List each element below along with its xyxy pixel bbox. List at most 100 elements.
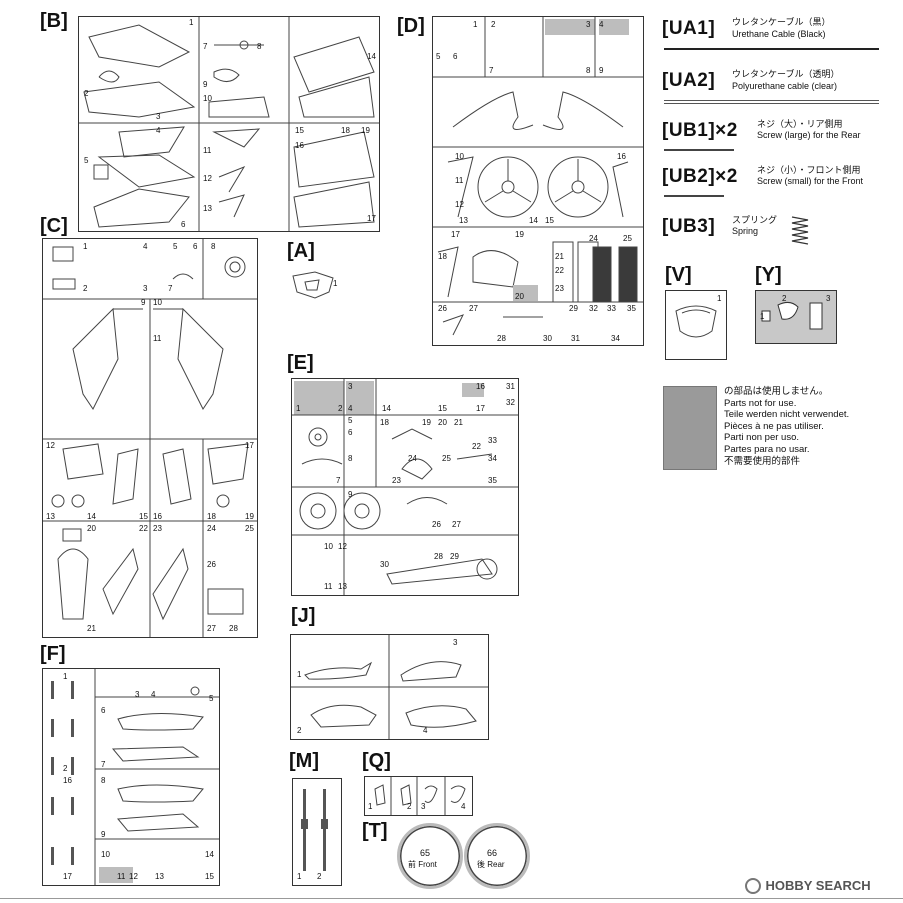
sheet-f-header: [F] (40, 643, 66, 665)
part-label: 66 (487, 848, 498, 858)
part-label: 15 (438, 404, 447, 413)
part-label: 7 (336, 476, 341, 485)
part-label: 1 (368, 802, 373, 811)
spring-icon (791, 216, 809, 245)
part-label: 18 (207, 512, 216, 521)
part-label: 13 (459, 216, 468, 225)
legend-line: の部品は使用しません。 (724, 386, 829, 397)
part-label: 前 Front (408, 860, 437, 869)
part-label: 18 (380, 418, 389, 427)
part-label: 65 (420, 848, 431, 858)
part-label: 25 (623, 234, 632, 243)
part-label: 6 (193, 242, 198, 251)
screw-code: [UB1]×2 (662, 120, 738, 141)
sheet-y-runner: 1 2 3 (755, 290, 837, 344)
part-label: 19 (245, 512, 254, 521)
part-label: 30 (543, 334, 552, 343)
part-label: 34 (611, 334, 620, 343)
part-label: 27 (469, 304, 478, 313)
part-label: 24 (408, 454, 417, 463)
sheet-b-runner: 1 2 3 4 5 6 7 8 9 10 11 12 13 14 15 16 1… (78, 16, 380, 232)
watermark-brand: HOBBY SEARCH (765, 878, 871, 893)
sheet-b-parts-drawing (79, 17, 379, 231)
part-label: 4 (461, 802, 466, 811)
part-label: 11 (153, 334, 162, 343)
part-label: 3 (453, 638, 458, 647)
sheet-y-header: [Y] (755, 264, 782, 286)
part-label: 14 (367, 52, 376, 61)
part-label: 27 (207, 624, 216, 633)
part-label: 6 (101, 706, 106, 715)
sheet-e-runner: 1 2 3 4 5 6 7 8 9 10 11 12 13 14 15 16 1… (291, 378, 519, 596)
sheet-v-runner: 1 (665, 290, 727, 360)
part-label: 15 (295, 126, 304, 135)
part-label: 15 (545, 216, 554, 225)
sheet-q-parts-drawing (374, 777, 466, 815)
part-label: 18 (438, 252, 447, 261)
part-label: 1 (717, 294, 722, 303)
part-label: 17 (245, 441, 254, 450)
part-label: 35 (627, 304, 636, 313)
cable-code: [UA2] (662, 70, 716, 91)
part-label: 4 (423, 726, 428, 735)
screw-large-icon (664, 149, 734, 151)
part-label: 9 (141, 298, 146, 307)
part-label: 3 (348, 382, 353, 391)
sheet-d-header: [D] (397, 15, 425, 37)
sheet-e-parts-drawing (292, 379, 518, 595)
part-label: 26 (432, 520, 441, 529)
part-label: 3 (135, 690, 140, 699)
legend-line: Partes para no usar. (724, 443, 810, 455)
part-label: 8 (257, 42, 262, 51)
part-label: 2 (338, 404, 343, 413)
part-label: 13 (46, 512, 55, 521)
part-label: 31 (506, 382, 515, 391)
part-label: 30 (380, 560, 389, 569)
part-label: 11 (203, 146, 212, 155)
part-label: 34 (488, 454, 497, 463)
part-label: 21 (555, 252, 564, 261)
spring-en: Spring (732, 226, 759, 236)
cable-black-line (664, 48, 879, 50)
part-label: 19 (422, 418, 431, 427)
part-label: 8 (586, 66, 591, 75)
front-tire-disc: 65 前 Front (397, 823, 463, 889)
sheet-q-header: [Q] (362, 750, 391, 772)
part-label: 16 (153, 512, 162, 521)
part-label: 7 (168, 284, 173, 293)
part-label: 8 (101, 776, 106, 785)
part-label: 6 (181, 220, 186, 229)
page-bottom-rule (0, 898, 903, 899)
part-label: 24 (207, 524, 216, 533)
part-label: 33 (607, 304, 616, 313)
sheet-c-header: [C] (40, 215, 68, 237)
legend-line: Pièces à ne pas utiliser. (724, 420, 824, 432)
part-label: 20 (438, 418, 447, 427)
part-label: 1 (83, 242, 88, 251)
part-label: 16 (476, 382, 485, 391)
part-label: 2 (782, 294, 787, 303)
part-label: 23 (555, 284, 564, 293)
part-label: 17 (451, 230, 460, 239)
part-label: 2 (407, 802, 412, 811)
part-label: 7 (203, 42, 208, 51)
sheet-v-part-drawing (675, 305, 717, 338)
part-label: 26 (438, 304, 447, 313)
part-label: 3 (421, 802, 426, 811)
part-label: 25 (442, 454, 451, 463)
sheet-e-header: [E] (287, 352, 314, 374)
part-label: 10 (203, 94, 212, 103)
cable-code: [UA1] (662, 18, 716, 39)
part-label: 15 (205, 872, 214, 881)
legend-line: Parti non per uso. (724, 432, 799, 444)
part-label: 32 (506, 398, 515, 407)
part-label: 4 (599, 20, 604, 29)
part-label: 1 (333, 279, 338, 288)
sheet-m-parts-drawing (301, 789, 328, 871)
part-label: 3 (143, 284, 148, 293)
part-label: 5 (209, 694, 214, 703)
part-label: 3 (826, 294, 831, 303)
part-label: 4 (143, 242, 148, 251)
part-label: 31 (571, 334, 580, 343)
part-label: 13 (203, 204, 212, 213)
